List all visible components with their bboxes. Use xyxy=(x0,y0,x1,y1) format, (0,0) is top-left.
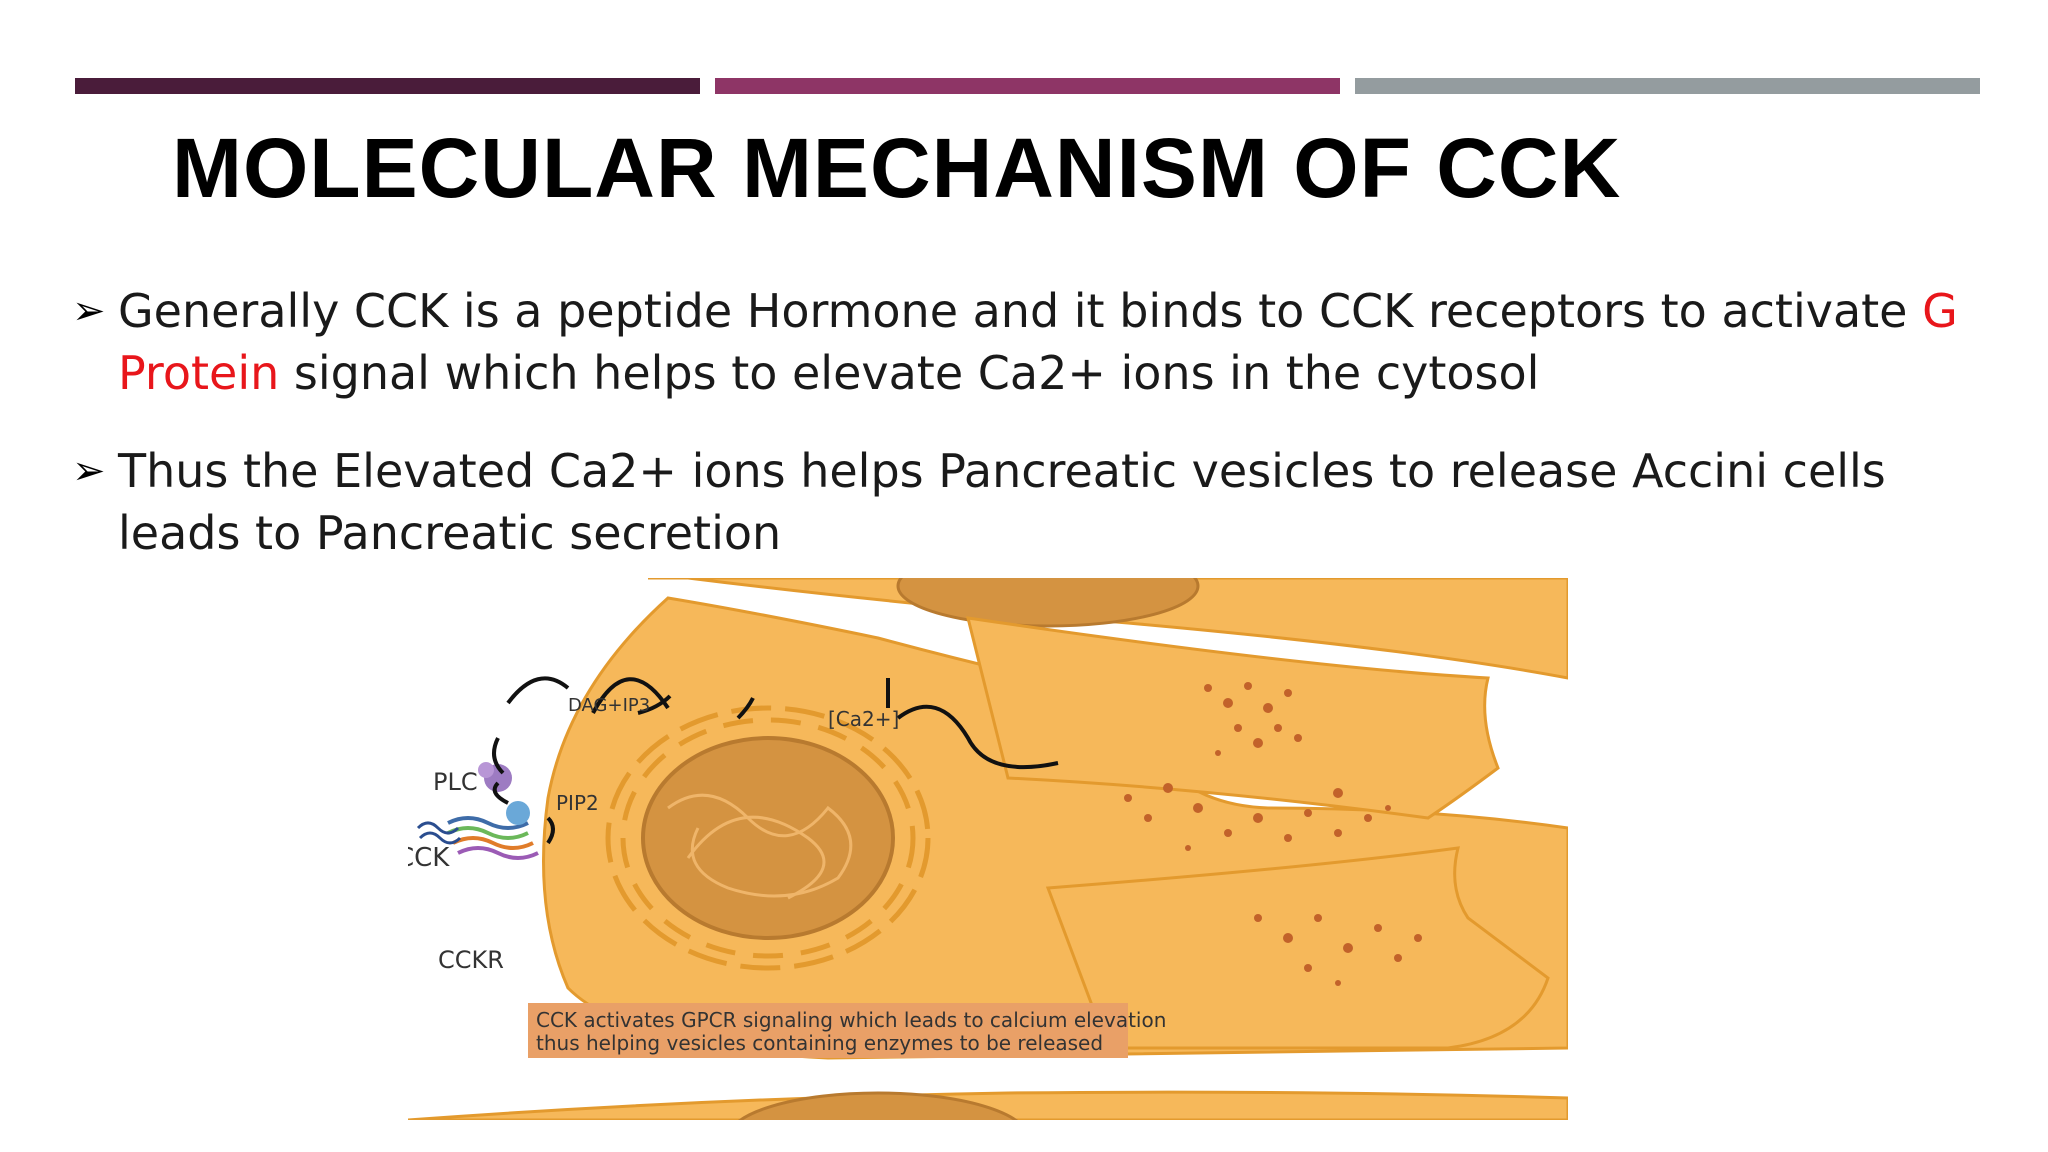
arrow-bullet-icon: ➢ xyxy=(72,288,106,334)
right-cell-upper xyxy=(966,616,1500,820)
top-nucleus xyxy=(896,578,1200,628)
bullet-item: ➢ Thus the Elevated Ca2+ ions helps Panc… xyxy=(72,440,1972,564)
nucleus xyxy=(641,736,895,940)
caption-line-2: thus helping vesicles containing enzymes… xyxy=(536,1031,1103,1055)
label-cckr: CCKR xyxy=(438,946,504,974)
label-calcium: [Ca2+] xyxy=(828,707,899,731)
bullet-highlight: G Protein xyxy=(118,284,1958,400)
plc-enzyme-icon xyxy=(478,762,512,792)
bullet-text: Thus the Elevated Ca2+ ions helps Pancre… xyxy=(118,444,1886,560)
accent-bar-dark xyxy=(75,78,700,94)
caption-box xyxy=(528,1003,1128,1058)
slide-title: MOLECULAR MECHANISM OF CCK xyxy=(172,121,1622,215)
bullet-text-end: signal which helps to elevate Ca2+ ions … xyxy=(279,346,1540,400)
cck-peptide-icon xyxy=(416,821,462,845)
arrow-bullet-icon: ➢ xyxy=(72,448,106,494)
cck-receptor-icon xyxy=(447,801,539,860)
bullet-text: Generally CCK is a peptide Hormone and i… xyxy=(118,284,1923,338)
signal-arrows xyxy=(492,676,1059,845)
bullet-item: ➢ Generally CCK is a peptide Hormone and… xyxy=(72,280,1972,404)
accent-bar-magenta xyxy=(715,78,1340,94)
top-cell xyxy=(648,578,1568,680)
bottom-nucleus xyxy=(737,1091,1019,1120)
label-dag-ip3: DAG+IP3 xyxy=(568,695,650,716)
label-cck: CCK xyxy=(408,843,450,873)
caption-line-1: CCK activates GPCR signaling which leads… xyxy=(536,1008,1166,1032)
accent-bar-gray xyxy=(1355,78,1980,94)
label-pip2: PIP2 xyxy=(556,791,599,815)
right-cell-lower xyxy=(1045,846,1550,1050)
bullet-list: ➢ Generally CCK is a peptide Hormone and… xyxy=(72,280,1972,600)
label-plc: PLC xyxy=(433,768,478,796)
cck-mechanism-illustration: CCK activates GPCR signaling which leads… xyxy=(408,578,1568,1120)
secretory-granules xyxy=(1124,682,1422,986)
